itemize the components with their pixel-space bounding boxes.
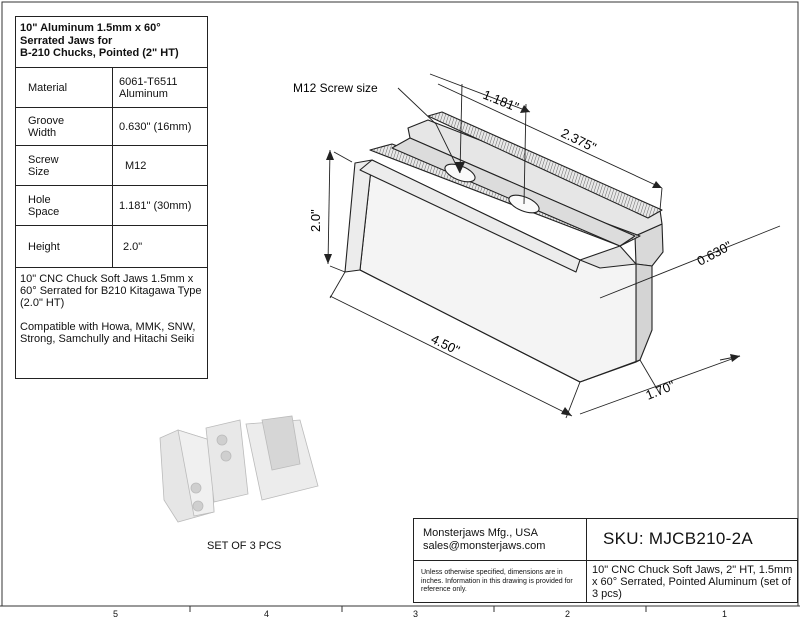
set-label: SET OF 3 PCS bbox=[207, 540, 282, 552]
spec-value: 1.181" (30mm) bbox=[112, 185, 208, 226]
dimension-arrows bbox=[324, 105, 740, 416]
spec-row-height: Height 2.0" bbox=[15, 225, 208, 268]
spec-value: 2.0" bbox=[112, 225, 208, 268]
company-cell: Monsterjaws Mfg., USA sales@monsterjaws.… bbox=[413, 518, 587, 560]
title-line: 10" Aluminum 1.5mm x 60° bbox=[20, 22, 161, 34]
title-line: B-210 Chucks, Pointed (2" HT) bbox=[20, 47, 179, 59]
zone-label: 2 bbox=[565, 609, 571, 619]
compatibility-note: Compatible with Howa, MMK, SNW, Strong, … bbox=[20, 321, 196, 345]
dim-length: 4.50" bbox=[429, 331, 463, 358]
zone-label: 4 bbox=[264, 609, 270, 619]
spec-label-line: Width bbox=[28, 126, 57, 139]
spec-label: Material bbox=[15, 67, 113, 108]
dim-height: 2.0" bbox=[308, 209, 323, 232]
company-name: Monsterjaws Mfg., USA bbox=[423, 527, 538, 539]
spec-row-hole-space: Hole Space 1.181" (30mm) bbox=[15, 185, 208, 226]
sheet-frame bbox=[0, 1, 800, 612]
spec-value-line: 6061-T6511 bbox=[119, 75, 178, 88]
spec-value: M12 bbox=[112, 145, 208, 186]
spec-row-material: Material 6061-T6511 Aluminum bbox=[15, 67, 208, 108]
zone-label: 5 bbox=[113, 609, 119, 619]
product-description: 10" CNC Chuck Soft Jaws 1.5mm x 60° Serr… bbox=[20, 273, 202, 309]
screw-callout: M12 Screw size bbox=[293, 81, 378, 95]
spec-row-groove-width: Groove Width 0.630" (16mm) bbox=[15, 107, 208, 146]
spec-label-line: Groove bbox=[28, 114, 65, 127]
spec-label: Screw Size bbox=[15, 145, 113, 186]
jaw-body bbox=[344, 111, 664, 383]
reference-note: Unless otherwise specified, dimensions a… bbox=[413, 560, 587, 603]
dim-hole-space: 1.181" bbox=[481, 87, 521, 115]
spec-label-line: Size bbox=[28, 165, 50, 178]
spec-row-screw-size: Screw Size M12 bbox=[15, 145, 208, 186]
spec-label: Hole Space bbox=[15, 185, 113, 226]
title-line: Serrated Jaws for bbox=[20, 34, 113, 47]
spec-label-line: Hole bbox=[28, 193, 51, 206]
spec-label: Groove Width bbox=[15, 107, 113, 146]
company-email: sales@monsterjaws.com bbox=[423, 540, 546, 552]
dim-serration-length: 2.375" bbox=[559, 125, 599, 155]
spec-value: 0.630" (16mm) bbox=[112, 107, 208, 146]
spec-label-line: Screw bbox=[28, 153, 59, 166]
product-summary: 10" CNC Chuck Soft Jaws, 2" HT, 1.5mm x … bbox=[587, 560, 798, 603]
product-notes: 10" CNC Chuck Soft Jaws 1.5mm x 60° Serr… bbox=[15, 268, 208, 379]
spec-label-line: Space bbox=[28, 205, 60, 218]
sku-label: SKU: MJCB210-2A bbox=[603, 529, 753, 548]
spec-table-title: 10" Aluminum 1.5mm x 60° Serrated Jaws f… bbox=[15, 16, 208, 67]
dim-groove-width: 0.630" bbox=[694, 238, 734, 269]
spec-table: Material 6061-T6511 Aluminum Groove Widt… bbox=[15, 67, 208, 268]
zone-label: 3 bbox=[413, 609, 419, 619]
spec-value-line: Aluminum bbox=[119, 87, 168, 100]
dim-width: 1.70" bbox=[644, 378, 678, 403]
zone-label: 1 bbox=[722, 609, 728, 619]
jaw-set-illustration bbox=[159, 415, 319, 523]
